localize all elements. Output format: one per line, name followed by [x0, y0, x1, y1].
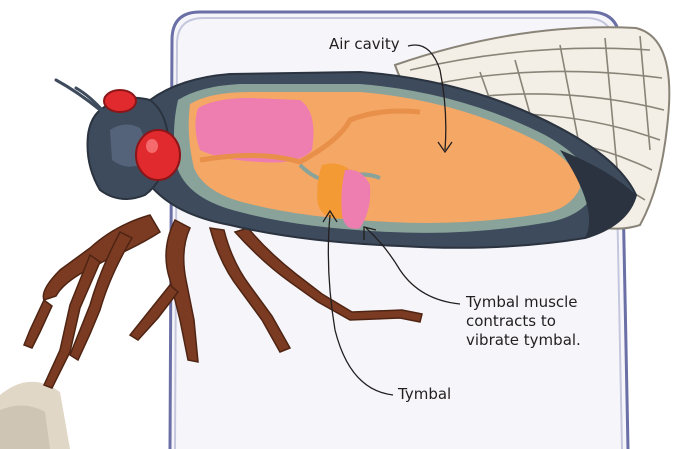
faded-figure	[0, 382, 70, 449]
antenna-icon	[56, 80, 104, 112]
tymbal-muscle-label: Tymbal muscle contracts to vibrate tymba…	[466, 293, 581, 350]
tymbal-muscle-label-line3: vibrate tymbal.	[466, 331, 581, 350]
tymbal-label: Tymbal	[398, 385, 451, 404]
air-cavity-label: Air cavity	[329, 35, 400, 54]
tymbal-muscle-label-line2: contracts to	[466, 312, 581, 331]
tymbal-muscle-label-line1: Tymbal muscle	[466, 293, 581, 312]
